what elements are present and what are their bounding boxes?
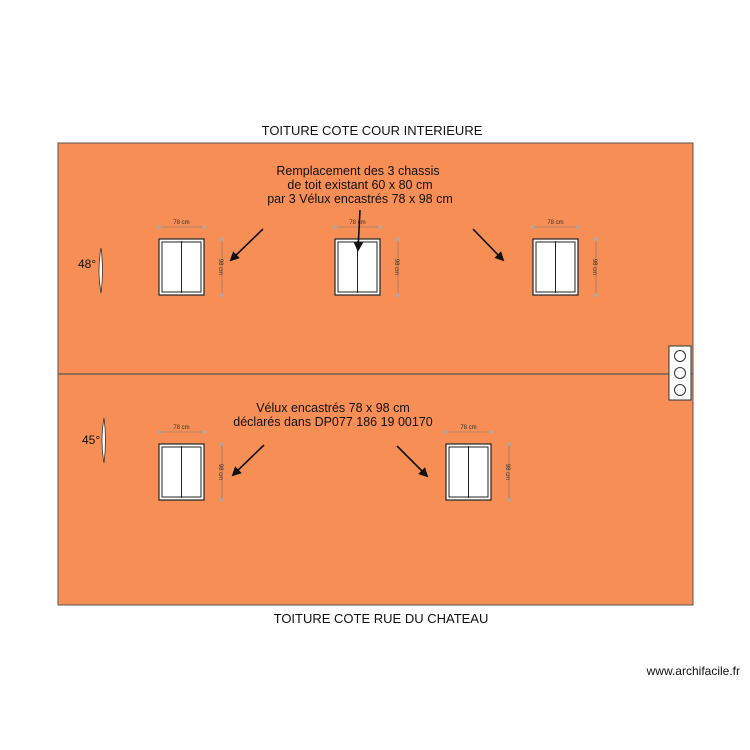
window-width-label: 78 cm bbox=[173, 220, 189, 226]
window-height-label: 98 cm bbox=[217, 464, 223, 480]
chimney-vents-icon bbox=[668, 345, 692, 401]
window-upper-left: 78 cm 98 cm bbox=[157, 220, 224, 297]
slope-angle-icon bbox=[101, 417, 106, 464]
lower-slope-angle: 45° bbox=[82, 433, 100, 447]
arrow-icon bbox=[229, 228, 264, 262]
arrow-icon bbox=[231, 444, 265, 477]
lower-note: Vélux encastrés 78 x 98 cm déclarés dans… bbox=[233, 401, 433, 429]
upper-note-line-1: Remplacement des 3 chassis bbox=[276, 164, 439, 178]
window-height-label: 98 cm bbox=[504, 464, 510, 480]
top-roof-label: TOITURE COTE COUR INTERIEURE bbox=[262, 123, 483, 138]
upper-note-line-3: par 3 Vélux encastrés 78 x 98 cm bbox=[267, 192, 453, 206]
upper-slope-angle: 48° bbox=[78, 257, 96, 271]
arrow-icon bbox=[396, 445, 429, 478]
window-width-label: 78 cm bbox=[173, 425, 189, 431]
window-lower-left: 78 cm 98 cm bbox=[157, 425, 224, 502]
arrow-icon bbox=[353, 209, 364, 252]
slope-angle-icon bbox=[98, 247, 103, 294]
window-width-label: 78 cm bbox=[547, 220, 563, 226]
upper-note: Remplacement des 3 chassis de toit exist… bbox=[267, 164, 453, 206]
bottom-roof-label: TOITURE COTE RUE DU CHATEAU bbox=[274, 611, 489, 626]
watermark: www.archifacile.fr bbox=[646, 664, 740, 678]
lower-note-line-2: déclarés dans DP077 186 19 00170 bbox=[233, 415, 433, 429]
window-height-label: 98 cm bbox=[393, 259, 399, 275]
arrow-icon bbox=[472, 228, 505, 262]
window-width-label: 78 cm bbox=[349, 220, 365, 226]
window-width-label: 78 cm bbox=[460, 425, 476, 431]
lower-note-line-1: Vélux encastrés 78 x 98 cm bbox=[256, 401, 410, 415]
window-lower-right: 78 cm 98 cm bbox=[444, 425, 511, 502]
window-height-label: 98 cm bbox=[217, 259, 223, 275]
window-height-label: 98 cm bbox=[591, 259, 597, 275]
window-upper-center: 78 cm 98 cm bbox=[333, 220, 400, 297]
window-upper-right: 78 cm 98 cm bbox=[531, 220, 598, 297]
upper-note-line-2: de toit existant 60 x 80 cm bbox=[287, 178, 432, 192]
